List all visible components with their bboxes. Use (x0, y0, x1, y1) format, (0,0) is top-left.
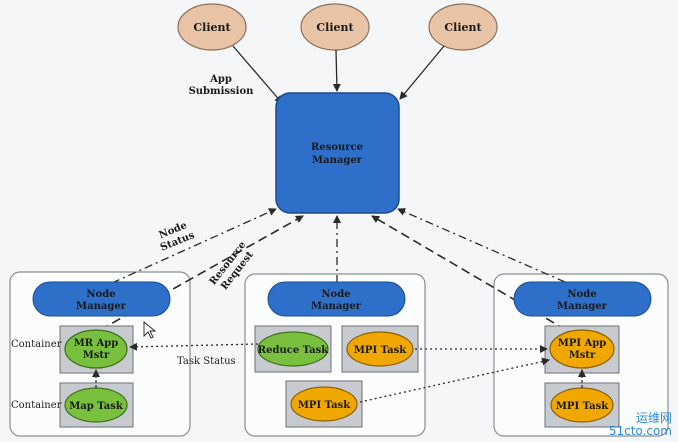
resource-manager-line1: Resource (311, 142, 363, 153)
mouse-cursor-icon (143, 321, 157, 339)
task-status-arrow-mpi-b (359, 357, 550, 403)
node-manager-3-line1: Node (567, 289, 596, 300)
node-manager-1: Node Manager (32, 281, 171, 317)
node-manager-1-line2: Manager (76, 301, 127, 312)
container-mpi-task-c: MPI Task (544, 382, 620, 428)
client-3: Client (428, 3, 498, 51)
resource-request-arrow-1 (99, 215, 304, 331)
client-2: Client (300, 3, 370, 51)
app-submission-label-1: App (209, 74, 232, 85)
watermark-line2: 51cto.com (608, 424, 672, 438)
node-manager-3-line2: Manager (557, 301, 608, 312)
node-manager-1-line1: Node (86, 289, 115, 300)
node-status-arrow-3 (397, 208, 566, 283)
container-label-2: Container (11, 400, 62, 411)
node-manager-2: Node Manager (267, 281, 406, 317)
client-1: Client (177, 3, 247, 51)
watermark-line1: 运维网 (635, 411, 672, 425)
app-submission-label-2: Submission (189, 86, 255, 97)
client-1-label: Client (193, 21, 231, 34)
task-status-arrow-reduce (129, 342, 259, 351)
resource-manager-line2: Manager (312, 155, 363, 166)
client-2-label: Client (316, 21, 354, 34)
mpi-task-c-label: MPI Task (556, 401, 609, 412)
mr-app-mstr-line2: Mstr (83, 350, 110, 361)
submission-arrow-3 (399, 45, 445, 100)
container-reduce-task: Reduce Task (254, 325, 332, 373)
submission-arrow-1 (232, 45, 283, 104)
node-status-arrow-1 (111, 208, 277, 284)
resource-manager: Resource Manager (275, 92, 400, 214)
submission-arrow-2 (332, 49, 341, 92)
map-task-label: Map Task (69, 401, 124, 412)
mpi-app-mstr-line2: Mstr (569, 350, 596, 361)
watermark: 运维网 51cto.com (609, 412, 672, 438)
mpi-task-a-label: MPI Task (354, 345, 407, 356)
container-label-1: Container (11, 339, 62, 350)
container-mr-app-mstr: MR App Mstr (59, 325, 134, 374)
mpi-app-mstr-line1: MPI App (558, 338, 607, 349)
reduce-task-label: Reduce Task (258, 345, 329, 356)
resource-request-arrow-2 (371, 215, 567, 331)
node-manager-2-line2: Manager (311, 301, 362, 312)
container-map-task: Map Task (59, 382, 134, 428)
task-status-label: Task Status (177, 356, 236, 367)
container-mpi-task-a: MPI Task (341, 325, 419, 373)
node-manager-3: Node Manager (513, 281, 652, 317)
client-3-label: Client (444, 21, 482, 34)
container-mpi-app-mstr: MPI App Mstr (544, 325, 620, 374)
node-manager-2-line1: Node (321, 289, 350, 300)
mpi-task-b-label: MPI Task (298, 400, 351, 411)
mr-app-mstr-line1: MR App (74, 338, 119, 349)
container-mpi-task-b: MPI Task (285, 380, 363, 428)
